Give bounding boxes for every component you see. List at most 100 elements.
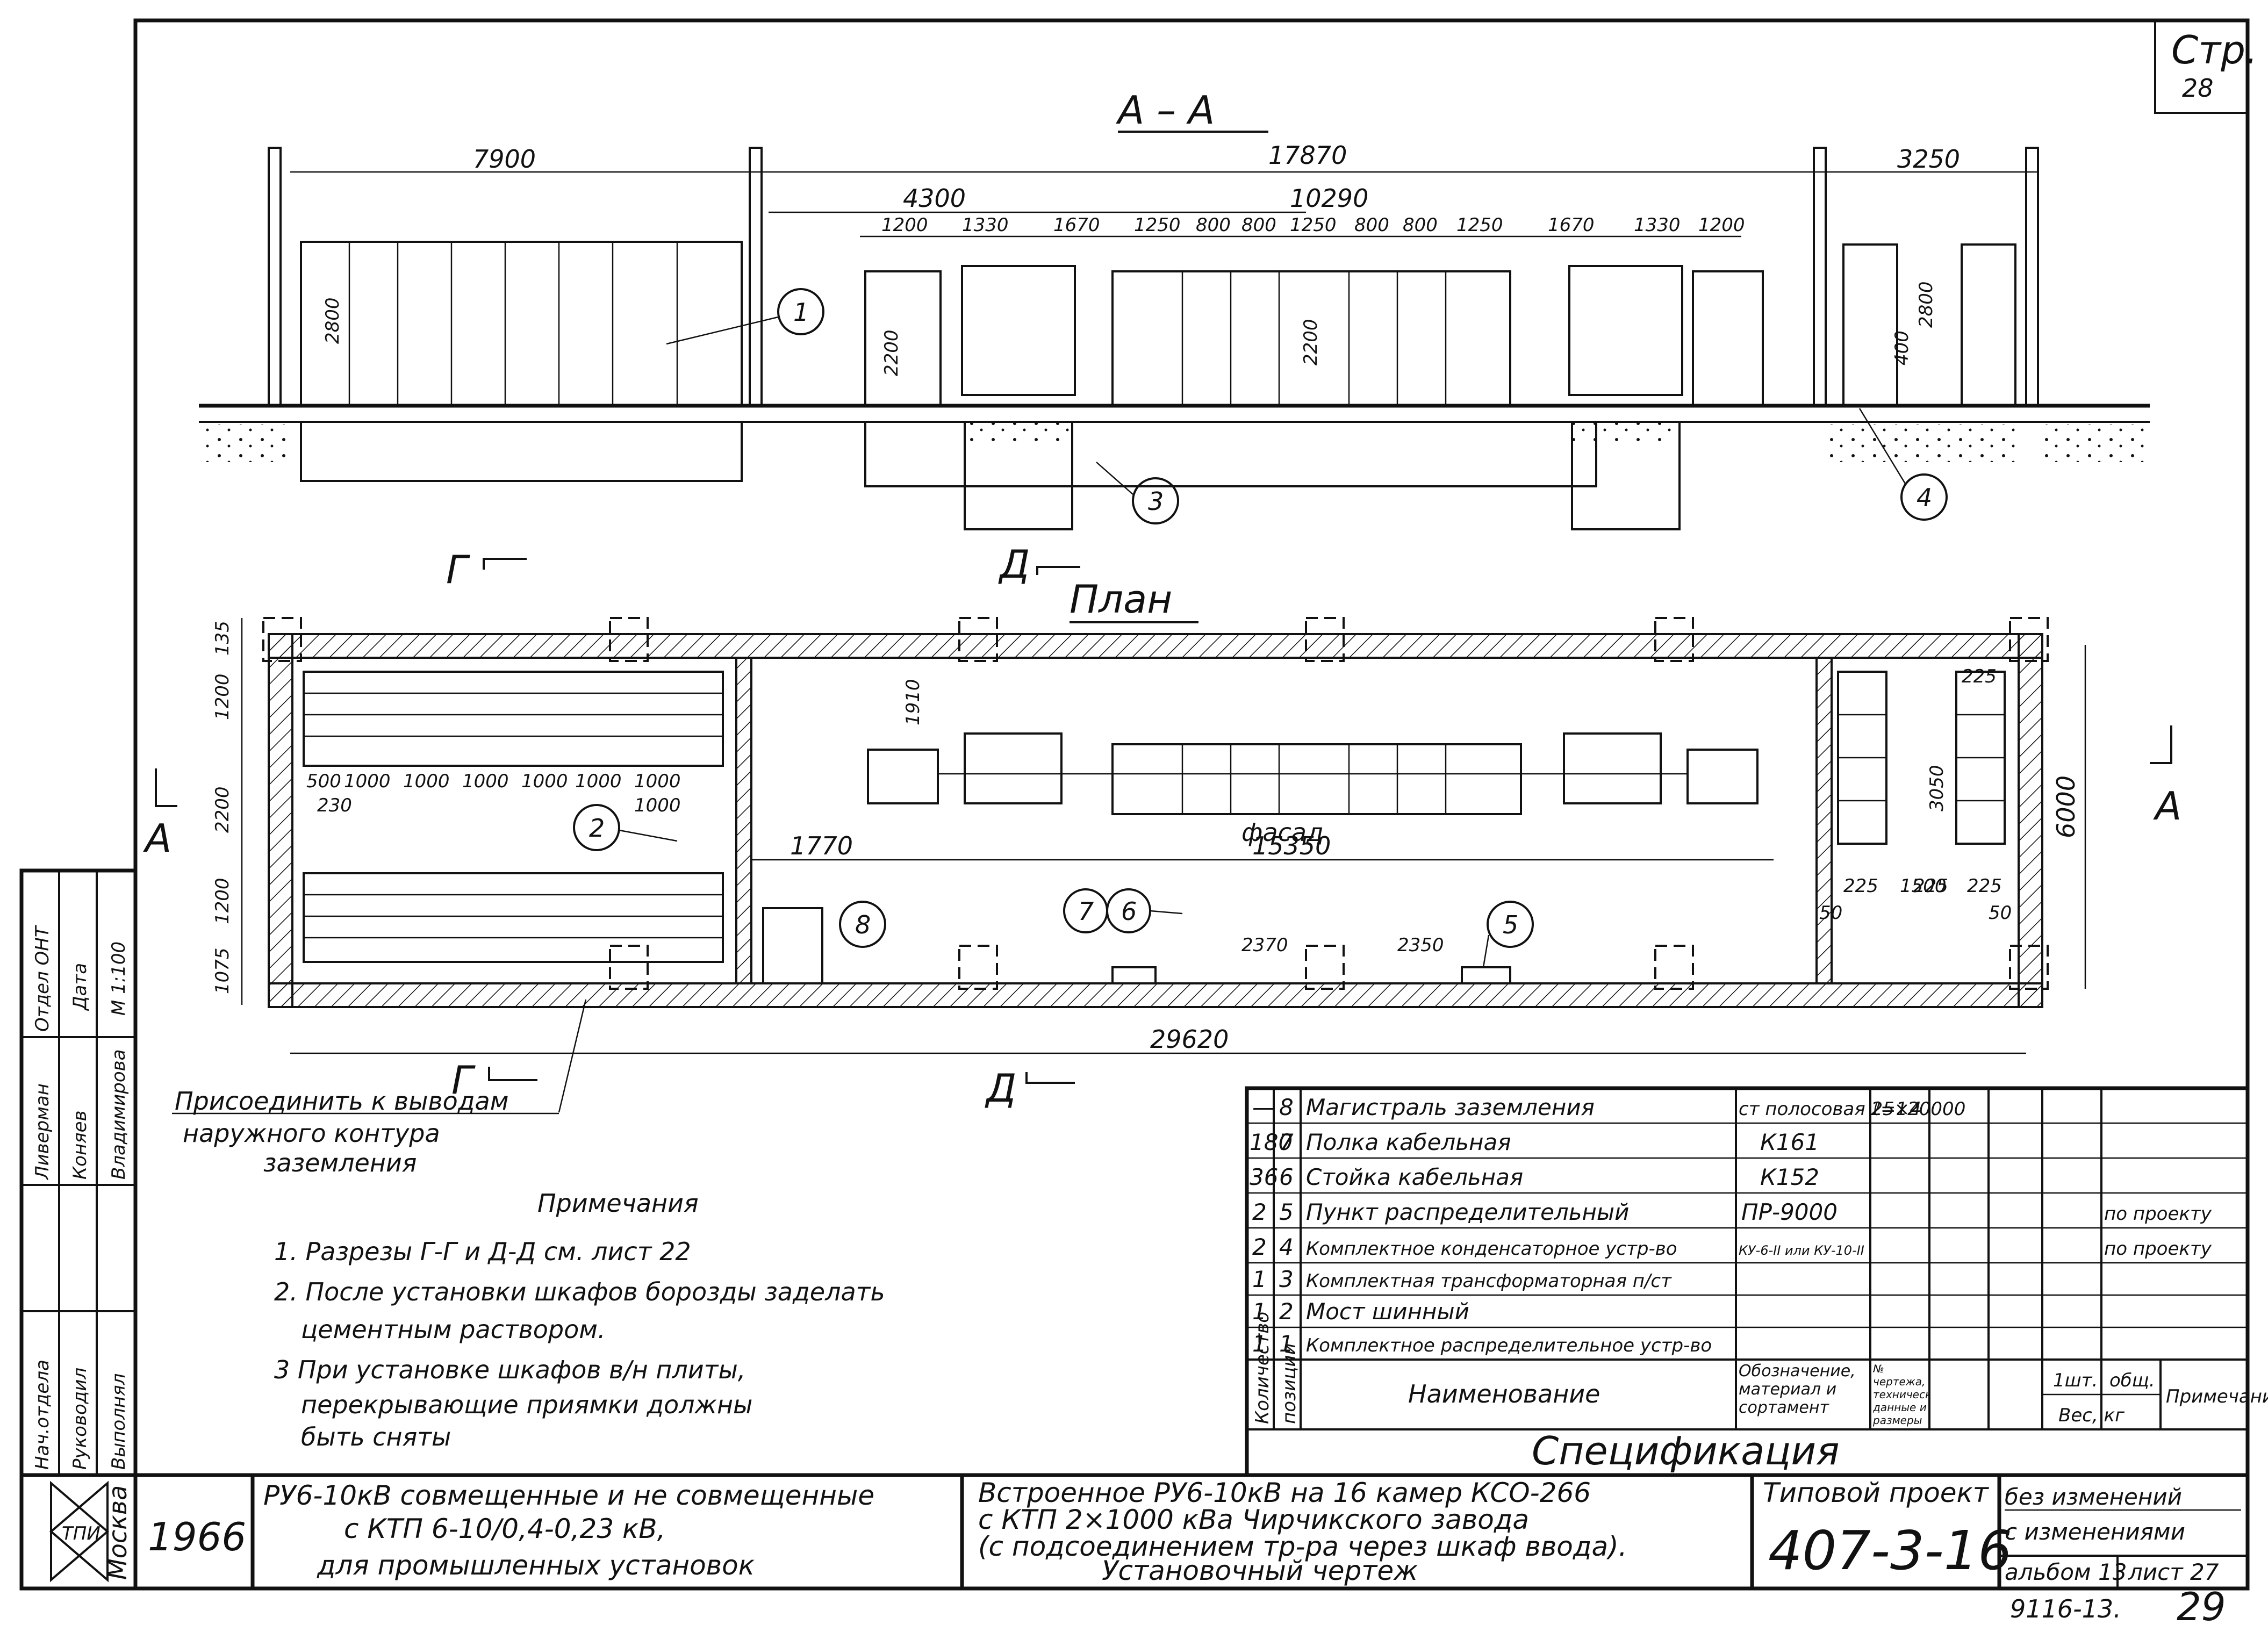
drawing-line1: Встроенное РУ6-10кВ на 16 камер КСО-266	[978, 1477, 1591, 1508]
plan-dim-225c: 225	[1913, 875, 1948, 897]
svg-text:КУ-6-II или КУ-10-II: КУ-6-II или КУ-10-II	[1739, 1243, 1864, 1258]
sheet-number: лист 27	[2128, 1559, 2219, 1585]
svg-text:ℓ=120000: ℓ=120000	[1872, 1098, 1965, 1120]
svg-text:Комплектное конденсаторное уст: Комплектное конденсаторное устр-во	[1306, 1238, 1677, 1260]
svg-text:6: 6	[1121, 897, 1137, 926]
wall-left	[268, 633, 293, 1008]
plan-dim-3050: 3050	[1926, 765, 1948, 811]
wall-right	[2018, 633, 2043, 1008]
dim-17870: 17870	[1268, 141, 1347, 170]
svg-text:К152: К152	[1760, 1164, 1819, 1190]
svg-text:8: 8	[1279, 1094, 1294, 1120]
plan-view: План 500 1000 1000 1000	[143, 577, 2181, 1111]
role-head: Нач.отдела	[32, 1360, 53, 1470]
svg-text:3: 3	[1279, 1266, 1294, 1292]
svg-text:Стойка кабельная: Стойка кабельная	[1306, 1164, 1523, 1190]
svg-text:8: 8	[855, 910, 871, 939]
spec-row: 180 7 Полка кабельная К161	[1250, 1129, 1819, 1155]
callout-2: 2	[573, 804, 678, 851]
side-header-dept: Отдел ОНТ	[32, 925, 53, 1032]
cell-dim: 1250	[1290, 214, 1337, 236]
cell-dim: 800	[1354, 214, 1389, 236]
cell-dim: 1330	[962, 214, 1009, 236]
drawing-line4: Установочный чертеж	[1102, 1555, 1418, 1586]
svg-text:2: 2	[1279, 1298, 1294, 1325]
cell-dim: 1000	[575, 771, 622, 792]
cell-dim: 1250	[1456, 214, 1503, 236]
note-item: 3 При установке шкафов в/н плиты,	[274, 1355, 745, 1384]
note-item: 1. Разрезы Г-Г и Д-Д см. лист 22	[274, 1237, 691, 1266]
header-desig: Обозначение, материал и сортамент	[1739, 1362, 1856, 1417]
section-a-a: А – А 7900 17870 3250 4300 10290 1200 13…	[199, 88, 2150, 592]
cell-dim: 500	[306, 771, 341, 792]
svg-text:4: 4	[1279, 1234, 1294, 1260]
svg-text:5: 5	[1279, 1199, 1294, 1225]
spec-row: 1 3 Комплектная трансформаторная п/ст	[1252, 1266, 1672, 1292]
cell-dim: 1000	[634, 771, 681, 792]
cell-dim: 1670	[1548, 214, 1595, 236]
year: 1966	[148, 1514, 246, 1559]
header-drawing-box: № чертежа, технические данные и размеры	[1873, 1362, 1929, 1427]
svg-text:1: 1	[1252, 1298, 1267, 1325]
svg-text:2: 2	[1252, 1234, 1267, 1260]
plan-dim-225d: 225	[1967, 875, 2002, 897]
header-note: Примечание	[2166, 1386, 2268, 1407]
note-item: быть сняты	[301, 1422, 451, 1451]
cell-dim: 1200	[1698, 214, 1745, 236]
header-qty: Количество	[1252, 1312, 1273, 1424]
svg-text:4: 4	[1917, 483, 1932, 512]
svg-text:ст полосовая 25×4: ст полосовая 25×4	[1739, 1098, 1921, 1120]
height-2200b: 2200	[1300, 319, 1322, 365]
svg-text:5: 5	[1503, 910, 1518, 939]
name-exec: Владимирова	[108, 1049, 130, 1180]
side-header-scale: М 1:100	[108, 941, 130, 1016]
plan-dim-29620: 29620	[1150, 1025, 1229, 1054]
header-unit: 1шт.	[2053, 1370, 2098, 1391]
plan-dim-2350: 2350	[1397, 934, 1444, 956]
ground-note-line2: наружного контура	[183, 1119, 440, 1148]
svg-text:1: 1	[1279, 1331, 1294, 1357]
album: альбом 13	[2005, 1559, 2127, 1585]
drawing-line3: (с подсоединением тр-ра через шкаф ввода…	[978, 1531, 1627, 1562]
section-mark-a-left: А	[143, 816, 171, 861]
callout-5: 5	[1482, 901, 1534, 968]
stamp-page: 29	[2177, 1584, 2226, 1629]
spec-row: 2 5 Пункт распределительный ПР-9000 по п…	[1252, 1199, 2212, 1225]
sub-dim: 230	[317, 795, 352, 816]
role-lead: Руководил	[69, 1368, 91, 1470]
cut-mark-d-top: Д	[998, 542, 1030, 587]
cell-dim: 1670	[1053, 214, 1100, 236]
note-item: 2. После установки шкафов борозды задела…	[274, 1277, 885, 1306]
header-total: общ.	[2109, 1370, 2155, 1391]
spec-row: 2 4 Комплектное конденсаторное устр-во К…	[1252, 1234, 2212, 1260]
spec-row: 1 2 Мост шинный	[1252, 1298, 1469, 1325]
svg-text:180: 180	[1250, 1129, 1293, 1155]
wall-top	[268, 633, 2043, 659]
plan-dim-15350: 15350	[1252, 831, 1331, 860]
cell-dim: 1200	[881, 214, 928, 236]
svg-text:1: 1	[793, 298, 809, 327]
dim-10290: 10290	[1290, 184, 1368, 213]
callout-1: 1	[666, 288, 824, 345]
svg-text:6: 6	[1279, 1164, 1294, 1190]
ground-note-line3: заземления	[263, 1148, 417, 1177]
ground-connection-note: Присоединить к выводам наружного контура…	[172, 999, 587, 1177]
svg-text:1: 1	[1252, 1266, 1267, 1292]
header-desig-box: Обозначение, материал и сортамент	[1739, 1362, 1856, 1417]
desc-line2: с КТП 6-10/0,4-0,23 кВ,	[344, 1513, 665, 1544]
cell-dim: 1000	[344, 771, 391, 792]
wall-bottom	[268, 982, 2043, 1008]
svg-text:по проекту: по проекту	[2104, 1238, 2212, 1260]
header-drawing: № чертежа, технические данные и размеры	[1873, 1362, 1929, 1427]
page-label: Стр.	[2171, 27, 2258, 73]
name-lead: Коняев	[69, 1110, 91, 1180]
drawing-line2: с КТП 2×1000 кВа Чирчикского завода	[978, 1504, 1529, 1535]
section-title: А – А	[1116, 88, 1215, 133]
plan-dim-6000: 6000	[2051, 775, 2080, 838]
plan-dim-50b: 50	[1989, 902, 2012, 924]
left-dim: 135	[212, 621, 233, 656]
plan-dim-225b: 225	[1843, 875, 1878, 897]
svg-text:Магистраль заземления: Магистраль заземления	[1306, 1094, 1595, 1120]
plan-dim-1770: 1770	[790, 831, 853, 860]
dim-4300: 4300	[903, 184, 966, 213]
